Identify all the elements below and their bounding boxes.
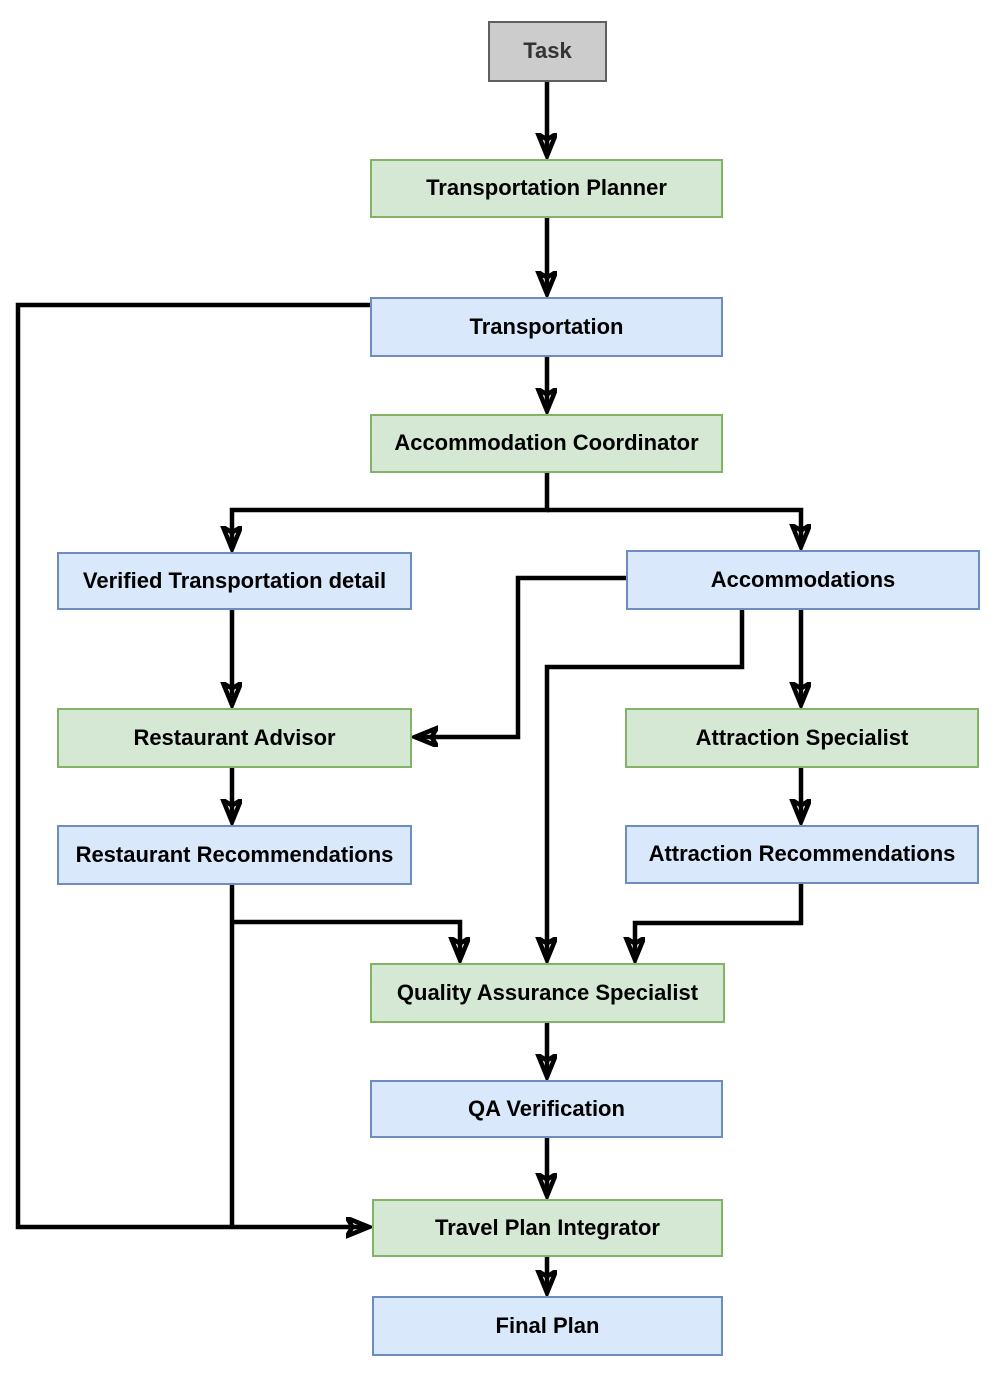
node-accommodation-coordinator-label: Accommodation Coordinator: [394, 430, 699, 456]
node-restaurant-recommendations: Restaurant Recommendations: [57, 825, 412, 885]
edge-accommodation-coordinator-to-accommodations: [547, 507, 801, 547]
edge-accommodation-coordinator-to-verified-transportation-detail: [232, 473, 550, 549]
node-transportation-label: Transportation: [469, 313, 624, 339]
node-attraction-recommendations: Attraction Recommendations: [625, 825, 979, 884]
node-attraction-recommendations-label: Attraction Recommendations: [648, 841, 956, 867]
node-attraction-specialist-label: Attraction Specialist: [695, 724, 909, 750]
node-qa-verification: QA Verification: [370, 1080, 723, 1138]
node-task-label: Task: [523, 38, 572, 64]
node-travel-plan-integrator: Travel Plan Integrator: [372, 1199, 723, 1257]
node-task: Task: [488, 21, 607, 82]
edge-transportation-to-travel-plan-integrator: [15, 302, 370, 1227]
edge-accommodations-to-restaurant-advisor: [415, 575, 626, 737]
node-final-plan: Final Plan: [372, 1296, 723, 1356]
edge-restaurant-recommendations-to-quality-assurance-specialist: [232, 919, 460, 960]
node-quality-assurance-specialist-label: Quality Assurance Specialist: [396, 979, 699, 1005]
node-transportation: Transportation: [370, 297, 723, 357]
node-qa-verification-label: QA Verification: [468, 1095, 625, 1121]
node-verified-transportation-detail-label: Verified Transportation detail: [82, 567, 387, 593]
node-accommodations: Accommodations: [626, 550, 980, 610]
node-restaurant-advisor: Restaurant Advisor: [57, 708, 412, 768]
node-transportation-planner-label: Transportation Planner: [426, 175, 667, 201]
node-quality-assurance-specialist: Quality Assurance Specialist: [370, 963, 725, 1023]
edge-accommodations-to-quality-assurance-specialist: [547, 610, 745, 960]
node-attraction-specialist: Attraction Specialist: [625, 708, 979, 768]
node-restaurant-advisor-label: Restaurant Advisor: [133, 724, 336, 750]
node-accommodation-coordinator: Accommodation Coordinator: [370, 414, 723, 473]
node-transportation-planner: Transportation Planner: [370, 159, 723, 218]
node-final-plan-label: Final Plan: [495, 1312, 600, 1338]
node-verified-transportation-detail: Verified Transportation detail: [57, 552, 412, 610]
node-restaurant-recommendations-label: Restaurant Recommendations: [75, 841, 394, 867]
node-accommodations-label: Accommodations: [710, 566, 896, 592]
node-travel-plan-integrator-label: Travel Plan Integrator: [435, 1214, 660, 1240]
edge-attraction-recommendations-to-quality-assurance-specialist: [635, 884, 804, 960]
